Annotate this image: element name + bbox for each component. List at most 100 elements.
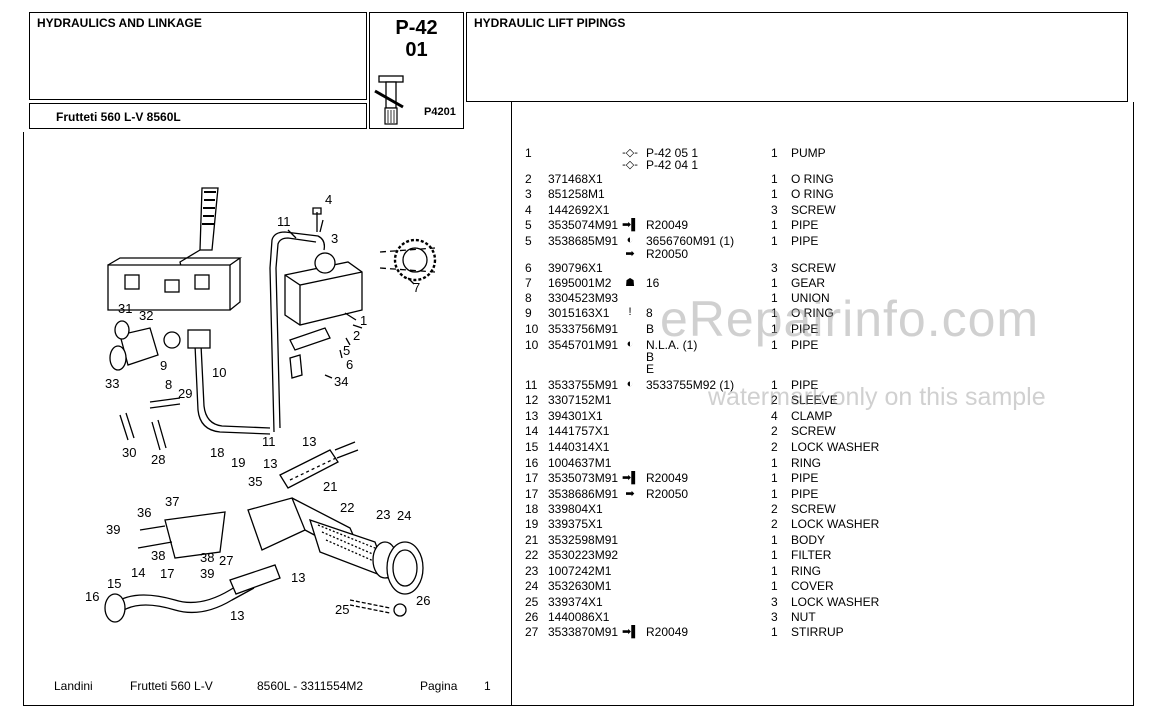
- callout-16: 16: [85, 589, 99, 604]
- callout-2: 2: [353, 328, 360, 343]
- part-position: 8: [525, 291, 532, 305]
- part-quantity: 1: [771, 625, 778, 639]
- callout-38-b: 38: [200, 550, 214, 565]
- parts-row: B: [0, 350, 1156, 365]
- part-position: 15: [525, 440, 539, 454]
- callout-6: 6: [346, 357, 353, 372]
- part-quantity: 2: [771, 424, 778, 438]
- group-title-box: HYDRAULIC LIFT PIPINGS: [466, 12, 1128, 102]
- part-symbol-icon: ➡▌: [622, 219, 640, 231]
- part-reference: R20050: [646, 487, 689, 501]
- part-description: STIRRUP: [791, 625, 844, 639]
- part-quantity: 1: [771, 487, 778, 501]
- part-description: PIPE: [791, 378, 819, 392]
- part-number: 3304523M93: [548, 291, 619, 305]
- part-number: 3530223M92: [548, 548, 619, 562]
- part-quantity: 4: [771, 409, 778, 423]
- part-number: 3535073M91: [548, 471, 619, 485]
- part-position: 4: [525, 203, 532, 217]
- part-number: 3538686M91: [548, 487, 619, 501]
- part-quantity: 1: [771, 146, 778, 160]
- part-description: O RING: [791, 187, 834, 201]
- callout-18: 18: [210, 445, 224, 460]
- part-position: 6: [525, 261, 532, 275]
- group-title: HYDRAULIC LIFT PIPINGS: [474, 16, 626, 30]
- part-description: PIPE: [791, 218, 819, 232]
- part-number: 3545701M91: [548, 338, 619, 352]
- part-description: PIPE: [791, 338, 819, 352]
- watermark-main: eRepairinfo.com: [660, 291, 1040, 347]
- part-description: SCREW: [791, 502, 836, 516]
- callout-19: 19: [231, 455, 245, 470]
- callout-36: 36: [137, 505, 151, 520]
- part-position: 17: [525, 487, 539, 501]
- part-position: 7: [525, 276, 532, 290]
- callout-13-d: 13: [230, 608, 244, 623]
- part-position: 26: [525, 610, 539, 624]
- part-reference: R20049: [646, 625, 689, 639]
- part-description: O RING: [791, 172, 834, 186]
- part-number: 1440314X1: [548, 440, 610, 454]
- part-position: 3: [525, 187, 532, 201]
- part-symbol-icon: ➡▌: [622, 472, 640, 484]
- callout-13-a: 13: [302, 434, 316, 449]
- callout-33: 33: [105, 376, 119, 391]
- part-position: 10: [525, 338, 539, 352]
- part-description: FILTER: [791, 548, 832, 562]
- page-left-border: [23, 132, 24, 706]
- part-quantity: 2: [771, 517, 778, 531]
- part-symbol-icon: ➡▌: [622, 626, 640, 638]
- part-quantity: 1: [771, 187, 778, 201]
- part-position: 19: [525, 517, 539, 531]
- part-description: SCREW: [791, 203, 836, 217]
- callout-15: 15: [107, 576, 121, 591]
- part-quantity: 1: [771, 579, 778, 593]
- callout-10: 10: [212, 365, 226, 380]
- plate-box: P-42 01 P4201: [369, 12, 464, 129]
- callout-22: 22: [340, 500, 354, 515]
- part-reference: 3533755M92 (1): [646, 378, 735, 392]
- part-quantity: 2: [771, 502, 778, 516]
- part-reference: P-42 05 1: [646, 146, 699, 160]
- part-reference: P-42 04 1: [646, 158, 699, 172]
- callout-4: 4: [325, 192, 332, 207]
- part-reference: 16: [646, 276, 660, 290]
- part-quantity: 1: [771, 291, 778, 305]
- section-title: HYDRAULICS AND LINKAGE: [37, 16, 202, 30]
- part-quantity: 2: [771, 440, 778, 454]
- part-number: 1695001M2: [548, 276, 612, 290]
- part-description: PIPE: [791, 471, 819, 485]
- page-right-border: [1133, 102, 1134, 706]
- part-quantity: 1: [771, 548, 778, 562]
- callout-28: 28: [151, 452, 165, 467]
- part-symbol-icon: ◐: [626, 378, 634, 390]
- part-description: LOCK WASHER: [791, 595, 880, 609]
- part-number: 3015163X1: [548, 306, 610, 320]
- part-description: CLAMP: [791, 409, 833, 423]
- part-quantity: 1: [771, 533, 778, 547]
- footer-page-label: Pagina: [420, 679, 458, 693]
- part-reference: B: [646, 322, 655, 336]
- part-symbol-icon: ◐: [626, 234, 634, 246]
- footer-code: 8560L - 3311554M2: [257, 679, 364, 693]
- part-description: PIPE: [791, 322, 819, 336]
- part-description: LOCK WASHER: [791, 517, 880, 531]
- callout-31: 31: [118, 301, 132, 316]
- callout-37: 37: [165, 494, 179, 509]
- parts-row: E: [0, 362, 1156, 377]
